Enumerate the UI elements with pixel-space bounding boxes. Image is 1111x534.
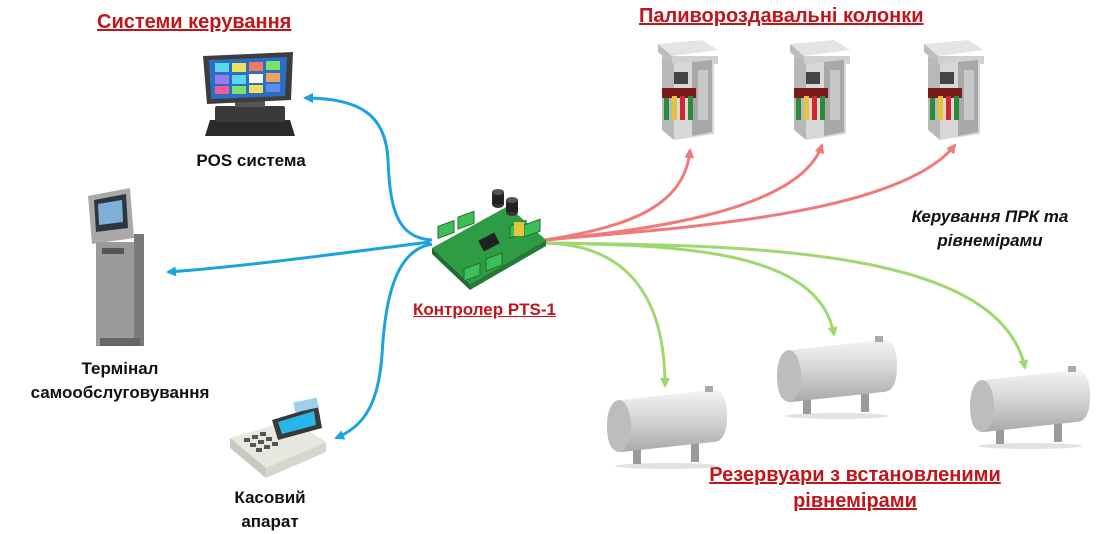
pos-terminal-icon — [203, 52, 295, 136]
control-note-line1: Керування ПРК та — [911, 207, 1069, 226]
cash-register-icon — [230, 398, 326, 478]
terminal-label-line2: самообслуговування — [30, 383, 210, 402]
heading-fuel-dispensers: Паливороздавальні колонки — [639, 5, 924, 27]
heading-tanks-line1: Резервуари з встановленими — [709, 464, 1001, 486]
tank-2-icon — [777, 336, 897, 419]
fuel-dispenser-3-icon — [924, 40, 984, 140]
link-to-dispenser-2 — [544, 143, 825, 242]
link-to-terminal — [166, 240, 431, 277]
link-to-tank-2 — [544, 241, 838, 337]
fuel-dispenser-1-icon — [658, 40, 718, 140]
link-to-tank-1 — [544, 241, 670, 388]
link-to-cash-register — [334, 242, 433, 440]
terminal-label-line1: Термінал — [81, 359, 159, 378]
heading-tanks-line2: рівнемірами — [793, 490, 917, 512]
control-note-line2: рівнемірами — [937, 231, 1043, 250]
cash-register-label-line2: апарат — [241, 512, 299, 531]
tank-1-icon — [607, 386, 727, 469]
heading-control-systems: Системи керування — [97, 11, 292, 33]
terminal-label: Термінал самообслуговування — [10, 357, 230, 405]
link-to-pos — [303, 93, 433, 242]
tank-3-icon — [970, 366, 1090, 449]
controller-board-icon — [432, 189, 546, 290]
link-to-dispenser-1 — [544, 148, 695, 242]
control-note: Керування ПРК та рівнемірами — [880, 205, 1100, 253]
fuel-dispenser-2-icon — [790, 40, 850, 140]
pos-label: POS система — [196, 151, 306, 170]
cash-register-label-line1: Касовий — [234, 488, 306, 507]
self-service-terminal-icon — [88, 188, 144, 346]
cash-register-label: Касовий апарат — [200, 486, 340, 534]
link-to-tank-3 — [544, 241, 1029, 370]
controller-label: Контролер PTS-1 — [413, 300, 557, 319]
heading-tanks: Резервуари з встановленими рівнемірами — [660, 462, 1050, 514]
link-to-dispenser-3 — [544, 143, 957, 242]
